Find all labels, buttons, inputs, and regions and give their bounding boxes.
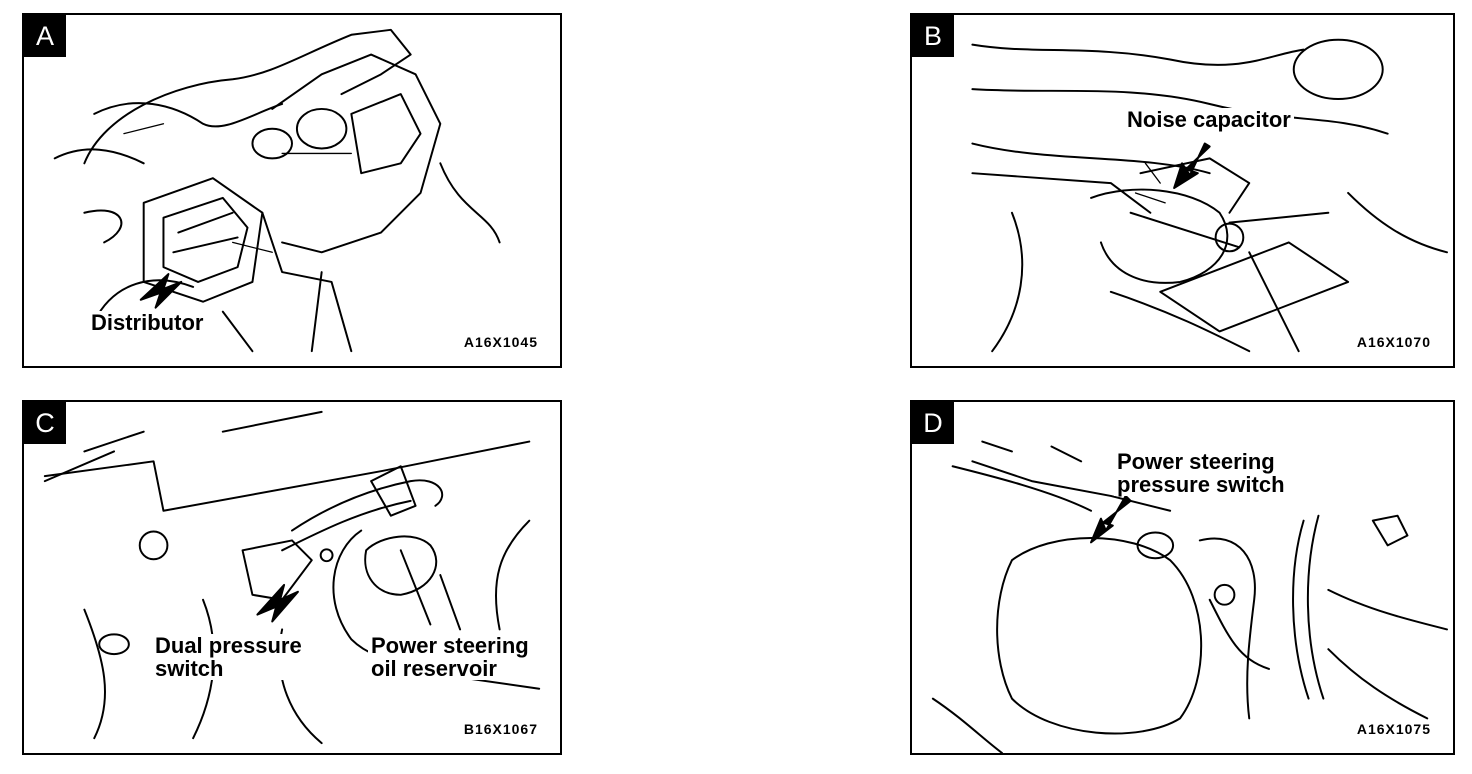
dual-pressure-switch-illustration (43, 410, 541, 745)
panel-letter: D (912, 402, 954, 444)
panel-a: A Distributor A16X1045 (22, 13, 562, 368)
noise-capacitor-label: Noise capacitor (1124, 108, 1294, 131)
noise-capacitor-illustration (971, 38, 1448, 353)
power-steering-pressure-switch-label: Power steering pressure switch (1114, 450, 1288, 496)
panel-letter: C (24, 402, 66, 444)
panel-letter: A (24, 15, 66, 57)
figure-code: A16X1075 (1354, 721, 1433, 737)
panel-letter: B (912, 15, 954, 57)
figure-code: A16X1070 (1354, 334, 1433, 350)
figure-code: B16X1067 (461, 721, 540, 737)
power-steering-oil-reservoir-label: Power steering oil reservoir (368, 634, 532, 680)
distributor-label: Distributor (88, 311, 207, 334)
distributor-illustration (53, 28, 501, 353)
panel-c: C Dual pressure switch Power steering oi… (22, 400, 562, 755)
power-steering-pressure-switch-illustration (931, 440, 1448, 753)
panel-b: B Noise capacitor A16X1070 (910, 13, 1455, 368)
figure-code: A16X1045 (461, 334, 540, 350)
panel-d: D Power steering pressure switch A16X107… (910, 400, 1455, 755)
dual-pressure-switch-label: Dual pressure switch (152, 634, 305, 680)
